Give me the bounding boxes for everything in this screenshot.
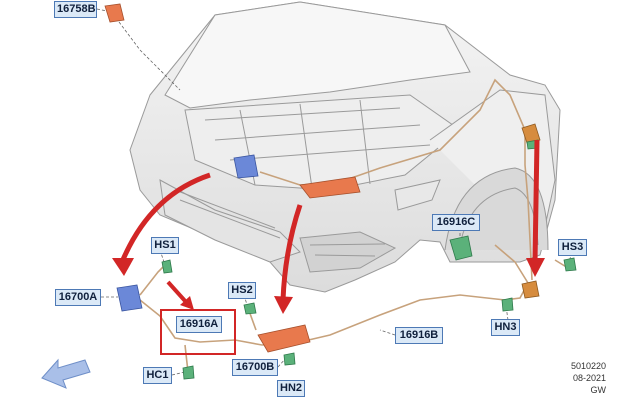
callout-16758B: 16758B [54,1,97,18]
connector-hs3 [563,257,577,272]
red-arrow-small-shaft [166,280,188,304]
connector-16700A [116,284,143,312]
highlight-box-16916A [160,309,236,355]
red-arrows [112,139,545,314]
callout-16916A: 16916A [176,316,222,333]
red-arrow-center-head [274,296,293,314]
connector-hs1 [161,259,173,274]
harness-fender [524,135,533,281]
callout-16700B: 16700B [232,359,278,376]
hood-panel [164,1,471,109]
red-arrow-left-head [112,258,134,276]
relay-module-upper [299,176,361,199]
connector-hn3 [501,297,514,312]
harness-lower [299,294,506,343]
connector-lower-right [521,280,540,299]
callout-16916C: 16916C [432,214,480,231]
callout-hn3: HN3 [491,319,520,336]
callout-hn2: HN2 [277,380,305,397]
connector-16758B [104,3,125,23]
red-arrow-small-head [180,296,194,310]
vehicle-front-line-art [129,1,561,293]
connector-hc1 [182,365,195,380]
callout-hs3: HS3 [558,239,587,256]
headlamp [394,179,441,211]
red-arrow-center-shaft [280,204,303,301]
view-direction-arrow-icon [41,358,91,389]
relay-module-lower [257,324,311,353]
callout-hs1: HS1 [151,237,179,254]
components [104,3,577,380]
reference-block: 5010220 08-2021 GW [546,360,606,396]
connector-fender [521,123,541,144]
red-arrow-left-shaft [119,172,211,263]
callout-hc1: HC1 [143,367,172,384]
reference-date: 08-2021 [572,373,606,383]
connector-16916C [449,235,473,261]
reference-initials: GW [590,385,607,395]
callout-hs2: HS2 [228,282,256,299]
red-arrow-right-shaft [532,139,540,263]
harness-branch-hs1 [139,264,166,296]
connector-engine-bay [233,154,259,179]
lower-grille [299,231,397,273]
callout-16700A: 16700A [55,289,101,306]
reference-code: 5010220 [570,361,606,371]
red-arrow-right-head [526,258,545,277]
connector-hs2 [243,302,257,315]
callout-16916B: 16916B [395,327,443,344]
connector-hn2 [283,352,296,366]
